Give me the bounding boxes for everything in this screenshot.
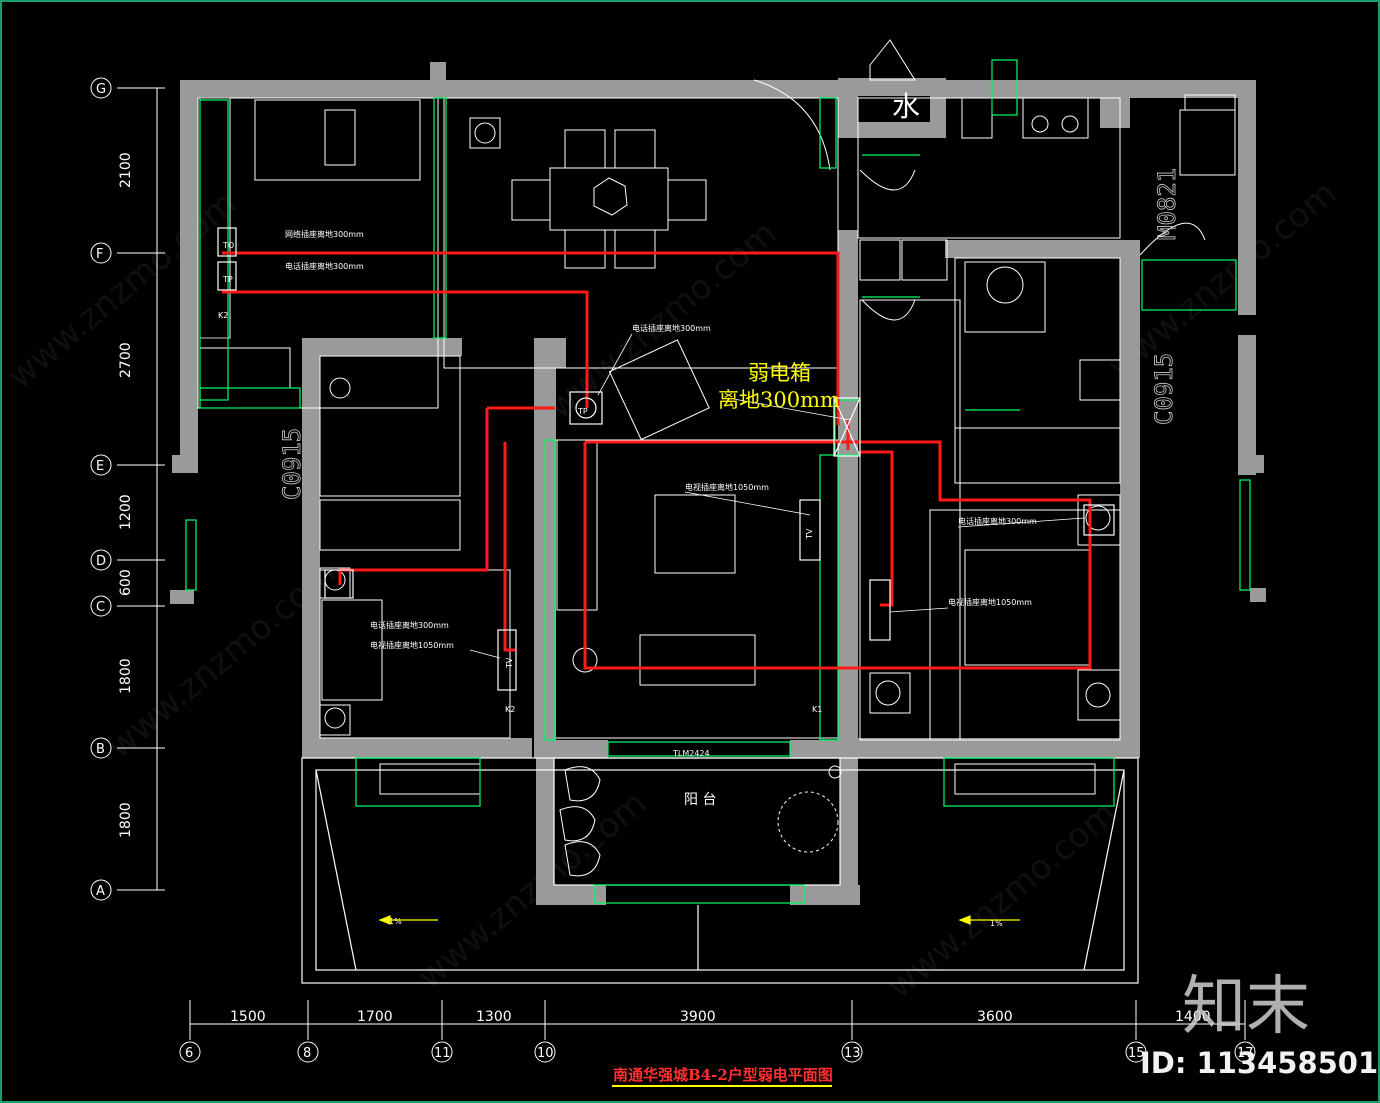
vertical-dim-texts: 2100 2700 1200 600 1800 1800 [118,152,134,838]
axis-8: 8 [303,1046,311,1061]
horizontal-axis-bubbles [179,1041,1256,1063]
svg-text:TV: TV [805,528,814,540]
axis-b: B [96,742,105,757]
watermark-logo: 知末 [1182,970,1310,1044]
svg-text:1800: 1800 [118,802,134,838]
axis-a: A [96,884,105,899]
note-network-living: 网络插座离地300mm [285,229,364,239]
interior-lines [197,39,1236,795]
svg-text:2700: 2700 [118,342,134,378]
svg-text:2100: 2100 [118,152,134,188]
axis-c: C [96,600,105,615]
vertical-axis-bubbles [90,77,112,901]
window-code-top: M0821 [1153,168,1181,240]
weak-current-cables [222,251,1092,670]
weak-current-box [833,397,861,457]
svg-text:1700: 1700 [357,1009,393,1025]
vertical-dimension-chain [117,87,165,891]
weak-box-label-2: 离地300mm [718,388,840,412]
axis-e: E [96,459,104,474]
note-tv-master: 电视插座离地1050mm [948,597,1032,607]
svg-text:1300: 1300 [476,1009,512,1025]
axis-15: 15 [1128,1046,1145,1061]
svg-text:www.znzmo.com: www.znzmo.com [880,793,1124,1007]
balcony-label: 阳 台 [684,792,716,808]
balcony-plants [559,765,842,877]
axis-10: 10 [537,1046,554,1061]
svg-text:1200: 1200 [118,494,134,530]
axis-11: 11 [434,1046,451,1061]
svg-text:1500: 1500 [230,1009,266,1025]
svg-text:K2: K2 [505,705,515,714]
axis-d: D [96,554,106,569]
svg-text:TP: TP [222,275,233,284]
svg-text:K1: K1 [812,705,822,714]
svg-text:www.znzmo.com: www.znzmo.com [410,783,654,997]
socket-symbols [217,227,1115,691]
lintel-label: TLM2424 [672,749,710,758]
green-elements [185,59,1251,904]
drawing-title: 南通华强城B4-2户型弱电平面图 [613,1066,833,1084]
svg-text:1800: 1800 [118,658,134,694]
symbol-labels: TO TP TP TV TV K2 K2 K1 [218,241,822,714]
axis-g: G [96,82,106,97]
svg-text:3600: 3600 [977,1009,1013,1025]
note-phone-master: 电话插座离地300mm [958,516,1037,526]
note-tv-living: 电视插座离地1050mm [685,482,769,492]
walls [170,62,1266,905]
axis-f: F [96,247,103,262]
svg-text:1400: 1400 [1175,1009,1211,1025]
axis-17: 17 [1237,1046,1254,1061]
slope-left: 1% [389,917,402,926]
annotations: 网络插座离地300mm 电话插座离地300mm 电话插座离地300mm 电视插座… [285,229,1037,650]
svg-text:TV: TV [505,657,514,669]
horizontal-axis-labels: 6 8 11 10 13 15 17 [185,1046,1254,1061]
svg-text:TP: TP [577,407,588,416]
svg-text:3900: 3900 [680,1009,716,1025]
note-phone-bedroom2: 电话插座离地300mm [370,620,449,630]
axis-13: 13 [844,1046,861,1061]
axis-6: 6 [185,1046,193,1061]
svg-text:K2: K2 [218,311,228,320]
weak-box-label-1: 弱电箱 [748,361,811,385]
slope-right: 1% [990,919,1003,928]
note-phone-study: 电话插座离地300mm [285,261,364,271]
svg-text:600: 600 [118,569,134,596]
water-label: 水 [892,90,920,123]
note-tv-bedroom2: 电视插座离地1050mm [370,640,454,650]
horizontal-dim-texts: 1500 1700 1300 3900 3600 1400 [230,1009,1211,1025]
watermark-id: ID: 1134585011 [1140,1046,1380,1080]
leader-lines [469,333,1085,659]
note-phone-living: 电话插座离地300mm [632,323,711,333]
horizontal-dimension-chain [189,1000,1246,1040]
svg-text:TO: TO [222,241,234,250]
window-code-right: C0915 [1150,353,1178,425]
slope-arrows [378,915,1020,925]
window-code-left: C0915 [278,428,306,500]
vertical-axis-labels: G F E D C B A [96,82,106,899]
